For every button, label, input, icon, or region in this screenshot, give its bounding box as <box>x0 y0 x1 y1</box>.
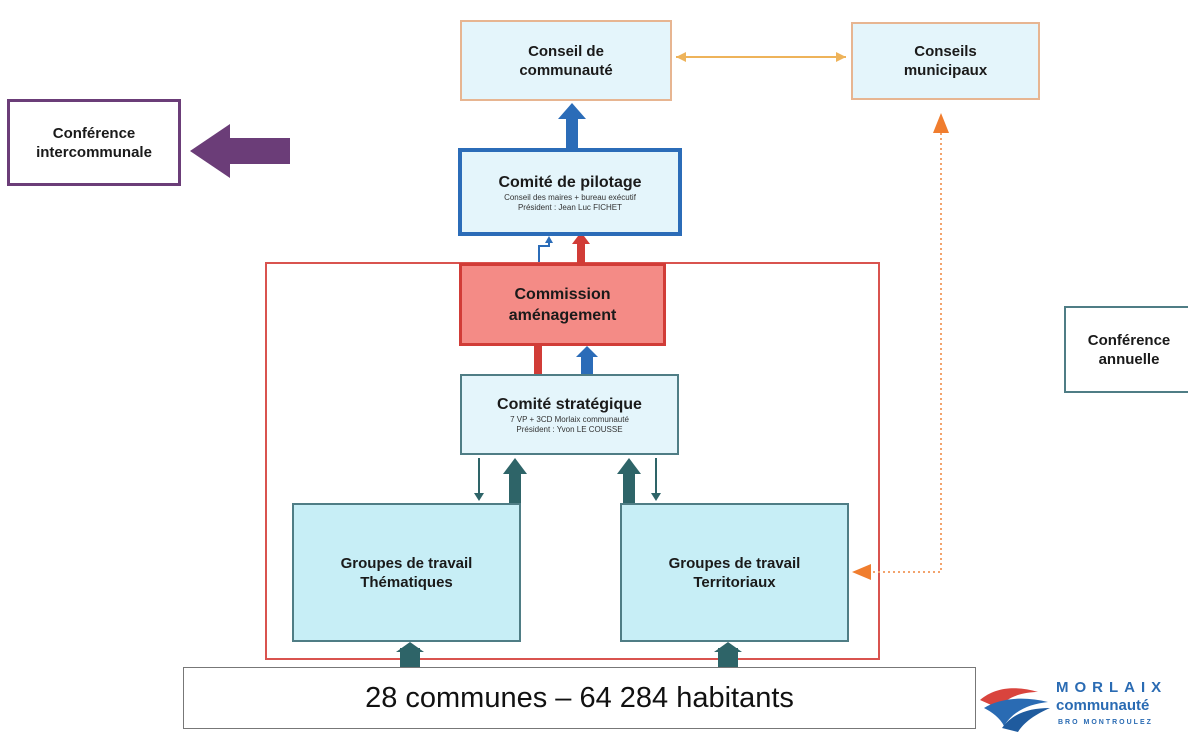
orange-feedback-arrow <box>852 113 949 580</box>
pilotage-to-conseil-arrow <box>558 103 586 150</box>
conseil-line2: communauté <box>519 61 613 79</box>
pilotage-sub1: Conseil des maires + bureau exécutif <box>504 192 636 202</box>
conf-inter-line1: Conférence <box>52 124 136 142</box>
conf-annuelle-line1: Conférence <box>1087 331 1171 349</box>
strategique-sub2: Président : Yvon LE COUSSE <box>516 425 623 434</box>
conseils-mun-line1: Conseils <box>914 43 977 60</box>
groupes-thematiques-box: Groupes de travail Thématiques <box>292 503 521 642</box>
conseil-line1: Conseil de <box>528 42 604 60</box>
pilotage-title: Comité de pilotage <box>498 173 642 191</box>
gt-terr-line2: Territoriaux <box>693 573 776 591</box>
morlaix-communaute-logo: MORLAIX communauté BRO MONTROULEZ <box>978 678 1183 733</box>
commission-strategique-arrows <box>534 346 598 374</box>
commission-line1: Commission <box>514 285 611 303</box>
groupes-territoriaux-box: Groupes de travail Territoriaux <box>620 503 849 642</box>
pilotage-sub2: Président : Jean Luc FICHET <box>517 202 623 212</box>
logo-line2: communauté <box>1056 697 1150 714</box>
comite-de-pilotage-box: Comité de pilotage Conseil des maires + … <box>458 148 682 236</box>
logo-wave-icon <box>980 688 1050 732</box>
gt-terr-line1: Groupes de travail <box>668 554 801 572</box>
communes-label: 28 communes – 64 284 habitants <box>365 681 794 714</box>
comite-strategique-box: Comité stratégique 7 VP + 3CD Morlaix co… <box>460 374 679 455</box>
strategique-territoriaux-arrows <box>617 458 661 503</box>
purple-arrow <box>190 124 290 178</box>
gt-them-line2: Thématiques <box>360 573 453 591</box>
commission-pilotage-arrows <box>538 232 590 263</box>
conseils-municipaux-box: Conseils municipaux <box>851 22 1040 100</box>
conseil-municipaux-arrow <box>676 52 846 62</box>
conf-annuelle-line2: annuelle <box>1098 350 1160 368</box>
conseil-de-communaute-box: Conseil de communauté <box>460 20 672 101</box>
conf-inter-line2: intercommunale <box>36 143 152 161</box>
logo-line1: MORLAIX <box>1056 679 1168 696</box>
conference-annuelle-box: Conférence annuelle <box>1064 306 1188 393</box>
conference-intercommunale-box: Conférence intercommunale <box>7 99 181 186</box>
communes-box: 28 communes – 64 284 habitants <box>183 667 976 729</box>
communes-to-groupes-arrows <box>396 642 742 668</box>
conseils-mun-line2: municipaux <box>903 62 988 79</box>
strategique-thematiques-arrows <box>474 458 527 503</box>
strategique-sub1: 7 VP + 3CD Morlaix communauté <box>510 415 629 424</box>
gt-them-line1: Groupes de travail <box>340 554 473 572</box>
logo-line3: BRO MONTROULEZ <box>1058 719 1153 726</box>
strategique-title: Comité stratégique <box>497 396 642 413</box>
commission-line2: aménagement <box>508 306 617 324</box>
commission-amenagement-box: Commission aménagement <box>459 263 666 346</box>
